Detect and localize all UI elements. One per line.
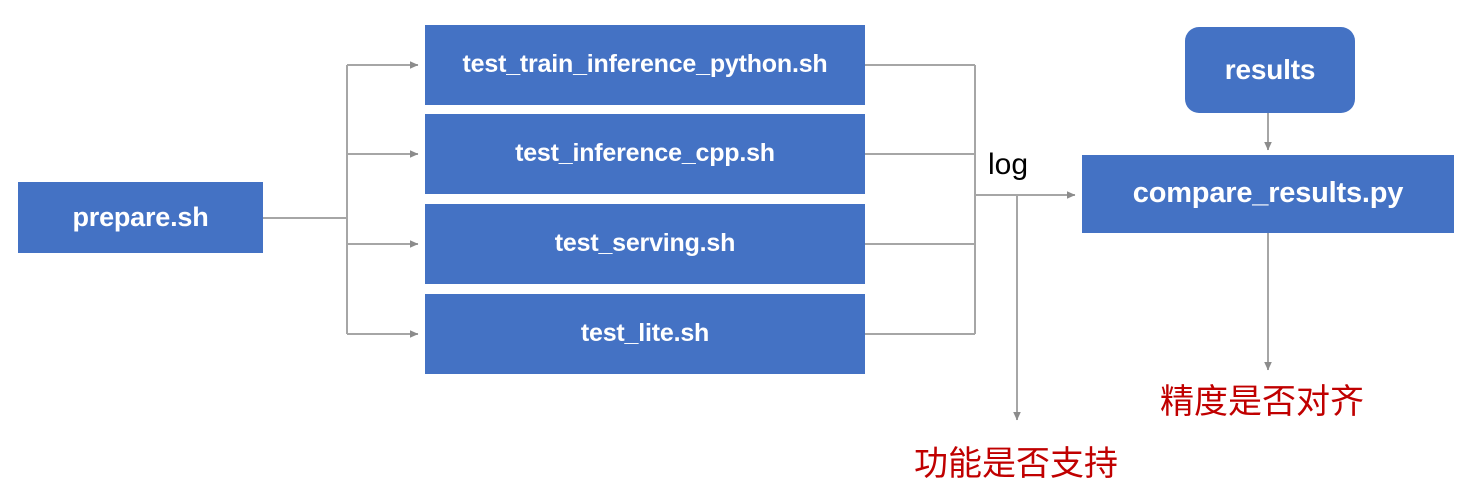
node-test-serving-sh[interactable]: test_serving.sh bbox=[425, 204, 865, 284]
edge-label-log: log bbox=[988, 148, 1029, 181]
node-test-lite-sh[interactable]: test_lite.sh bbox=[425, 294, 865, 374]
annotation-precision-aligned: 精度是否对齐 bbox=[1160, 382, 1364, 422]
annotation-function-supported: 功能是否支持 bbox=[914, 444, 1118, 484]
node-test-inference-cpp-sh[interactable]: test_inference_cpp.sh bbox=[425, 114, 865, 194]
node-prepare-sh[interactable]: prepare.sh bbox=[18, 182, 263, 253]
node-compare-results-py[interactable]: compare_results.py bbox=[1082, 155, 1454, 233]
node-results[interactable]: results bbox=[1185, 27, 1355, 113]
node-test-train-inference-python-sh[interactable]: test_train_inference_python.sh bbox=[425, 25, 865, 105]
